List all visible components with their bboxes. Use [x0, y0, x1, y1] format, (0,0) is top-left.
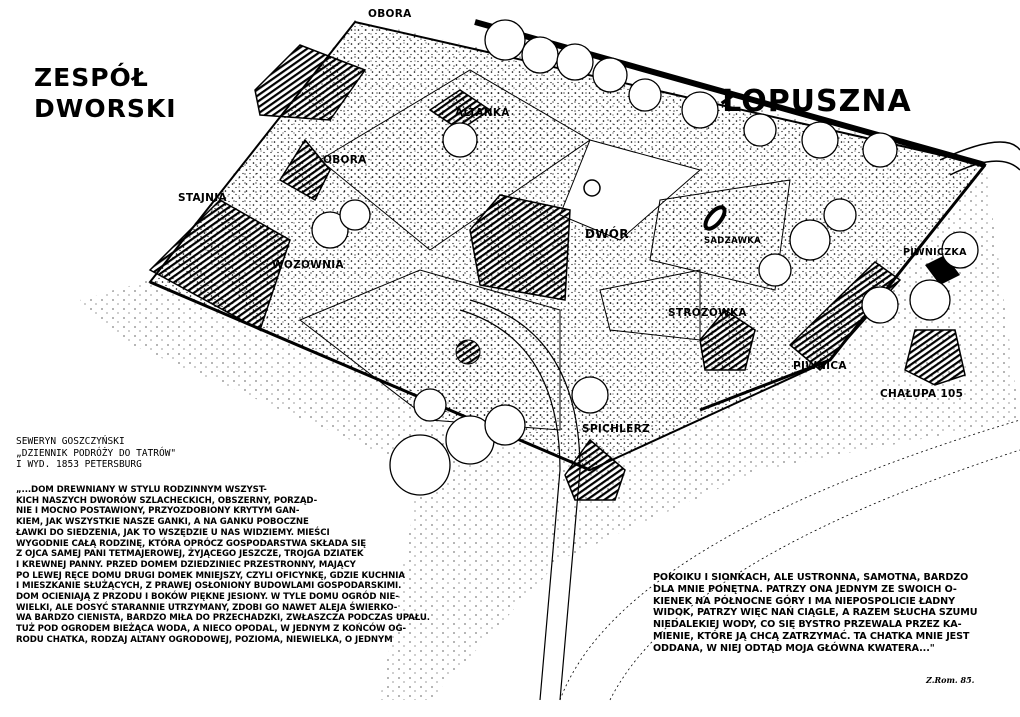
- label-piwniczka: PIWNICZKA: [903, 247, 967, 258]
- label-spichlerz: SPICHLERZ: [582, 423, 650, 435]
- right-fence: [699, 164, 987, 412]
- strozowka-building: [699, 309, 756, 371]
- quote-line: KICH NASZYCH DWORÓW SZLACHECKICH, OBSZER…: [16, 495, 318, 506]
- label-piwnica: PIWNICA: [793, 360, 847, 372]
- label-obora: OBORA: [323, 154, 367, 166]
- piwniczka-building: [925, 255, 960, 285]
- garden-bed: [559, 139, 702, 241]
- obora-building: [254, 44, 367, 121]
- quote-line: ŁAWKI DO SIEDZENIA, JAK TO WSZĘDZIE U NA…: [16, 527, 330, 538]
- source-author: SEWERYN GOSZCZYŃSKI: [16, 436, 125, 447]
- source-citation: SEWERYN GOSZCZYŃSKI „DZIENNIK PODRÓŻY DO…: [16, 436, 176, 471]
- quote-left: „...DOM DREWNIANY W STYLU RODZINNYM WSZY…: [16, 485, 430, 646]
- altanka-building: [428, 89, 492, 131]
- quote-line: WIELKI, ALE DOSYĆ STARANNIE UTRZYMANY, Z…: [16, 602, 398, 613]
- quote-line: I KREWNEJ PANNY. PRZED DOMEM DZIEDZINIEC…: [16, 559, 356, 570]
- quote-line: ODDANA, W NIEJ ODTĄD MOJA GŁÓWNA KWATERA…: [653, 642, 935, 654]
- quote-line: POKOIKU I SIONKACH, ALE USTRONNA, SAMOTN…: [653, 572, 969, 583]
- quote-line: NIE I MOCNO POSTAWIONY, PRZYOZDOBIONY KR…: [16, 506, 300, 517]
- quote-line: TUŻ POD OGRODEM BIEŻĄCA WODA, A NIECO OP…: [16, 624, 406, 635]
- quote-line: RODU CHATKA, RODZAJ ALTANY OGRODOWEJ, PO…: [16, 634, 393, 645]
- place-name: ŁOPUSZNA: [722, 84, 912, 119]
- back-fence: [474, 19, 986, 168]
- label-obora-top: OBORA: [368, 8, 412, 20]
- chalupa-building: [904, 329, 966, 386]
- quote-line: KIEM, JAK WSZYSTKIE NASZE GANKI, A NA GA…: [16, 517, 309, 528]
- trees: [311, 19, 979, 496]
- quote-line: DLA MNIE PONĘTNA. PATRZY ONA JEDNYM ZE S…: [653, 583, 957, 595]
- source-edition: I WYD. 1853 PETERSBURG: [16, 459, 142, 470]
- map-title: ZESPÓŁ DWORSKI: [34, 62, 177, 124]
- title-line-1: ZESPÓŁ: [34, 63, 149, 92]
- label-stajnia: STAJNIA: [178, 192, 227, 204]
- dwor-manor-house: [469, 194, 571, 301]
- quote-line: I MIESZKANIE SŁUŻĄCYCH, Z PRAWEJ OSŁONIO…: [16, 581, 402, 592]
- quote-line: DOM OCIENIAJĄ Z PRZODU I BOKÓW PIĘKNE JE…: [16, 592, 399, 603]
- label-strozowka: STRÓŻÓWKA: [668, 307, 747, 319]
- quote-line: KIENEK NA PÓŁNOCNE GÓRY I MA NIEPOSPOLIC…: [653, 595, 955, 607]
- artist-signature: Z.Rom. 85.: [926, 675, 975, 685]
- obora-small-building: [278, 138, 331, 202]
- garden-bed: [649, 179, 791, 291]
- quote-line: „...DOM DREWNIANY W STYLU RODZINNYM WSZY…: [16, 485, 267, 495]
- label-wozownia: WOZOWNIA: [272, 259, 344, 271]
- label-altanka: ALTANKA: [455, 107, 510, 119]
- road: [559, 419, 1020, 701]
- quote-line: NIEDALEKIEJ WODY, CO SIĘ BYSTRO PRZEWALA…: [653, 619, 962, 631]
- label-chalupa: CHAŁUPA 105: [880, 388, 964, 400]
- quote-line: WA BARDZO CIENISTA, BARDZO MIŁA DO PRZEC…: [16, 613, 430, 624]
- flower-bed: [455, 339, 481, 365]
- quote-line: WYGODNIE CAŁĄ RODZINĘ, KTÓRA OPRÓCZ GOSP…: [16, 538, 367, 549]
- garden-roundel: [583, 179, 601, 197]
- quote-line: MIENIE, KTÓRE JĄ CHCĄ ZATRZYMAĆ. TA CHAT…: [653, 630, 970, 642]
- quote-line: Z OJCA SAMEJ PANI TETMAJEROWEJ, ŻYJĄCEGO…: [16, 549, 364, 560]
- driveway: [459, 299, 581, 701]
- pond: [703, 205, 727, 231]
- stajnia-building: [148, 199, 291, 332]
- quote-right: POKOIKU I SIONKACH, ALE USTRONNA, SAMOTN…: [653, 572, 977, 655]
- quote-line: PO LEWEJ RĘCE DOMU DRUGI DOMEK MNIEJSZY,…: [16, 570, 405, 581]
- quote-line: WIDOK, PATRZY WIĘC NAŃ CIĄGLE, A RAZEM S…: [653, 607, 978, 619]
- source-work: „DZIENNIK PODRÓŻY DO TATRÓW": [16, 447, 177, 459]
- spichlerz-building: [564, 438, 626, 501]
- title-line-2: DWORSKI: [34, 94, 177, 123]
- label-dwor: DWÓR: [585, 227, 629, 241]
- label-sadzawka: SADZAWKA: [704, 236, 762, 246]
